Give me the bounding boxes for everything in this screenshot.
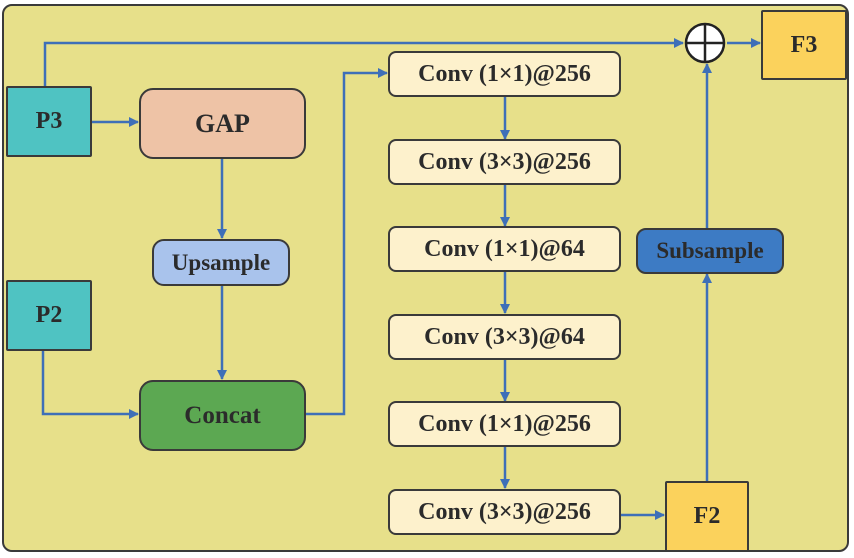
node-conv-6: Conv (3×3)@256 — [388, 489, 621, 535]
node-conv-2: Conv (3×3)@256 — [388, 139, 621, 185]
node-concat: Concat — [139, 380, 306, 451]
node-f2: F2 — [665, 481, 749, 552]
node-f3: F3 — [761, 10, 847, 80]
circle-plus-icon — [684, 22, 726, 64]
node-p3: P3 — [6, 86, 92, 157]
node-subsample: Subsample — [636, 228, 784, 274]
node-p2: P2 — [6, 280, 92, 351]
arrow-p2-to-concat — [41, 350, 139, 419]
node-conv-5: Conv (1×1)@256 — [388, 401, 621, 447]
node-upsample: Upsample — [152, 239, 290, 286]
arrow-concat-to-conv1 — [306, 68, 388, 416]
arrow-p3-to-add — [43, 38, 684, 86]
node-conv-3: Conv (1×1)@64 — [388, 226, 621, 272]
node-conv-1: Conv (1×1)@256 — [388, 51, 621, 97]
node-conv-4: Conv (3×3)@64 — [388, 314, 621, 360]
node-gap: GAP — [139, 88, 306, 159]
